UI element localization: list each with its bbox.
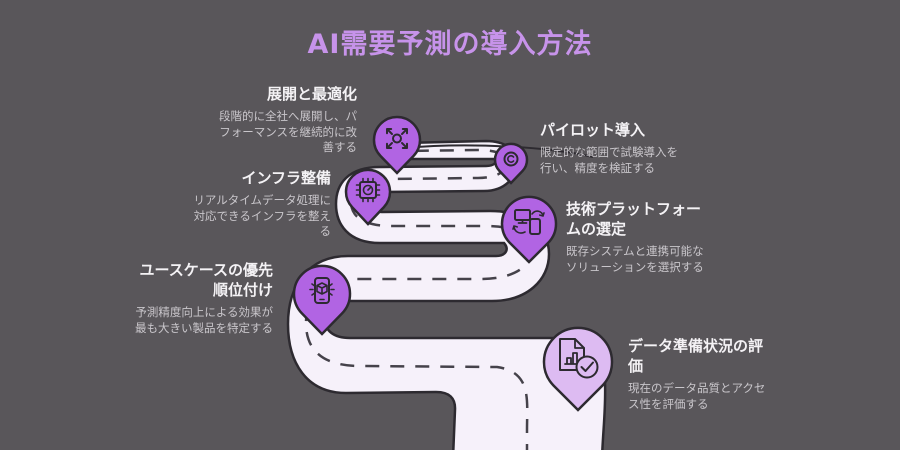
step-description: 限定的な範囲で試験導入を 行い、精度を検証する [540, 145, 678, 176]
step-desc-line: リアルタイムデータ処理に [193, 193, 331, 207]
phone-cube-icon [309, 277, 335, 304]
step-description: リアルタイムデータ処理に 対応できるインフラを整え る [193, 193, 331, 240]
step-block-infrastructure: インフラ整備 リアルタイムデータ処理に 対応できるインフラを整え る [193, 168, 331, 240]
map-pin-use-case-priority [292, 264, 352, 336]
step-title-line: 価 [628, 357, 644, 375]
step-title-line: ユースケースの優先 [139, 261, 273, 279]
step-title-line: インフラ整備 [241, 169, 331, 187]
step-title-line: 技術プラットフォー [566, 200, 702, 218]
step-desc-line: る [319, 224, 332, 238]
cycle-icon [503, 151, 519, 167]
step-desc-line: 既存システムと連携可能な [566, 244, 704, 258]
step-block-pilot: パイロット導入 限定的な範囲で試験導入を 行い、精度を検証する [540, 120, 678, 176]
pin-shape [372, 115, 422, 175]
step-desc-line: 予測精度向上による効果が [135, 305, 273, 319]
step-desc-line: 行い、精度を検証する [540, 160, 655, 175]
step-title: データ準備状況の評 価 [628, 336, 765, 376]
step-block-deploy-optimize: 展開と最適化 段階的に全社へ展開し、パ フォーマンスを継続的に改 善する [219, 84, 357, 156]
map-pin-tech-platform [500, 195, 558, 264]
pin-shape [493, 142, 529, 185]
map-pin-infrastructure [344, 168, 392, 226]
map-pin-pilot [493, 142, 529, 185]
step-title: ユースケースの優先 順位付け [135, 260, 273, 300]
map-pin-deploy-optimize [372, 115, 422, 175]
step-block-use-case-priority: ユースケースの優先 順位付け 予測精度向上による効果が 最も大きい製品を特定する [135, 260, 273, 336]
step-desc-line: 対応できるインフラを整え [193, 208, 331, 223]
page-title: AI需要予測の導入方法 [307, 29, 593, 60]
map-pin-data-readiness [542, 326, 614, 412]
step-desc-line: 限定的な範囲で試験導入を [540, 145, 678, 159]
step-desc-line: ス性を評価する [628, 396, 709, 411]
step-title: 展開と最適化 [219, 84, 357, 104]
pin-shape [344, 168, 392, 226]
step-title-line: パイロット導入 [540, 121, 646, 139]
chip-icon [355, 177, 381, 203]
step-desc-line: 現在のデータ品質とアクセ [628, 381, 766, 395]
step-title: インフラ整備 [193, 168, 331, 188]
step-title: 技術プラットフォー ムの選定 [566, 199, 704, 239]
step-title-line: 展開と最適化 [266, 85, 357, 103]
document-check-icon [559, 338, 599, 379]
step-description: 既存システムと連携可能な ソリューションを選択する [566, 244, 704, 275]
step-description: 段階的に全社へ展開し、パ フォーマンスを継続的に改 善する [219, 109, 357, 156]
step-title: パイロット導入 [540, 120, 678, 140]
step-desc-line: 善する [322, 140, 358, 154]
step-desc-line: フォーマンスを継続的に改 [219, 124, 357, 139]
step-description: 予測精度向上による効果が 最も大きい製品を特定する [135, 305, 273, 336]
step-title-line: ムの選定 [566, 220, 627, 238]
step-desc-line: 段階的に全社へ展開し、パ [219, 109, 357, 123]
step-title-line: データ準備状況の評 [628, 337, 764, 355]
step-title-line: 順位付け [212, 281, 273, 299]
step-desc-line: ソリューションを選択する [566, 259, 704, 274]
device-sync-icon [512, 209, 545, 235]
step-desc-line: 最も大きい製品を特定する [135, 320, 273, 335]
step-block-tech-platform: 技術プラットフォー ムの選定 既存システムと連携可能な ソリューションを選択する [566, 199, 704, 275]
expand-arrows-icon [386, 128, 408, 149]
step-block-data-readiness: データ準備状況の評 価 現在のデータ品質とアクセ ス性を評価する [628, 336, 765, 412]
step-description: 現在のデータ品質とアクセ ス性を評価する [628, 381, 765, 412]
